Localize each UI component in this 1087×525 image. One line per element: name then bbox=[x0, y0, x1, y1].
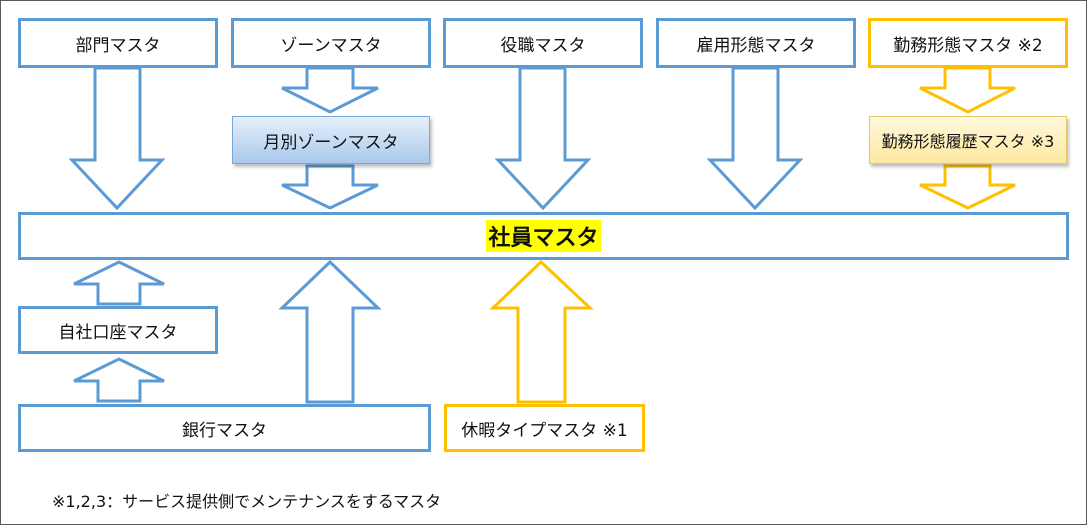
yakushoku-master-label: 役職マスタ bbox=[500, 35, 586, 56]
getsubetsu-zone-master-box: 月別ゾーンマスタ bbox=[232, 116, 430, 164]
arrow-ginko-to-shain bbox=[278, 259, 382, 404]
shain-master-label: 社員マスタ bbox=[486, 220, 601, 252]
shain-master-box: 社員マスタ bbox=[18, 212, 1069, 260]
bumon-master-label: 部門マスタ bbox=[75, 35, 161, 56]
arrow-kinmu-to-rireki bbox=[919, 66, 1016, 114]
arrow-zone-to-getsubetsu bbox=[281, 66, 379, 114]
ginko-master-box: 銀行マスタ bbox=[18, 404, 431, 452]
zone-master-label: ゾーンマスタ bbox=[280, 35, 382, 56]
arrow-ginko-to-koza bbox=[73, 357, 165, 403]
zone-master-box: ゾーンマスタ bbox=[231, 18, 431, 68]
arrow-yakushoku-to-shain bbox=[494, 66, 592, 211]
ginko-master-label: 銀行マスタ bbox=[182, 420, 267, 441]
arrow-bumon-to-shain bbox=[68, 66, 166, 211]
kyuka-type-master-box: 休暇タイプマスタ ※1 bbox=[444, 404, 645, 452]
kinmu-rireki-master-box: 勤務形態履歴マスタ ※3 bbox=[869, 116, 1067, 164]
arrow-koza-to-shain bbox=[73, 260, 165, 306]
footnote: ※1,2,3：サービス提供側でメンテナンスをするマスタ bbox=[52, 492, 442, 511]
koyo-keitai-master-label: 雇用形態マスタ bbox=[696, 35, 816, 56]
kinmu-rireki-master-label: 勤務形態履歴マスタ ※3 bbox=[881, 132, 1055, 151]
jisha-koza-master-box: 自社口座マスタ bbox=[18, 306, 218, 354]
koyo-keitai-master-box: 雇用形態マスタ bbox=[656, 18, 856, 68]
arrow-kyuka-to-shain bbox=[489, 259, 594, 404]
getsubetsu-zone-master-label: 月別ゾーンマスタ bbox=[263, 132, 399, 153]
kyuka-type-master-label: 休暇タイプマスタ ※1 bbox=[461, 420, 628, 441]
yakushoku-master-box: 役職マスタ bbox=[443, 18, 643, 68]
arrow-koyo-to-shain bbox=[706, 66, 804, 211]
kinmu-keitai-master-box: 勤務形態マスタ ※2 bbox=[868, 18, 1068, 68]
jisha-koza-master-label: 自社口座マスタ bbox=[58, 322, 178, 343]
kinmu-keitai-master-label: 勤務形態マスタ ※2 bbox=[893, 35, 1043, 56]
arrow-getsubetsu-to-shain bbox=[281, 164, 379, 210]
arrow-rireki-to-shain bbox=[919, 164, 1016, 210]
bumon-master-box: 部門マスタ bbox=[18, 18, 218, 68]
